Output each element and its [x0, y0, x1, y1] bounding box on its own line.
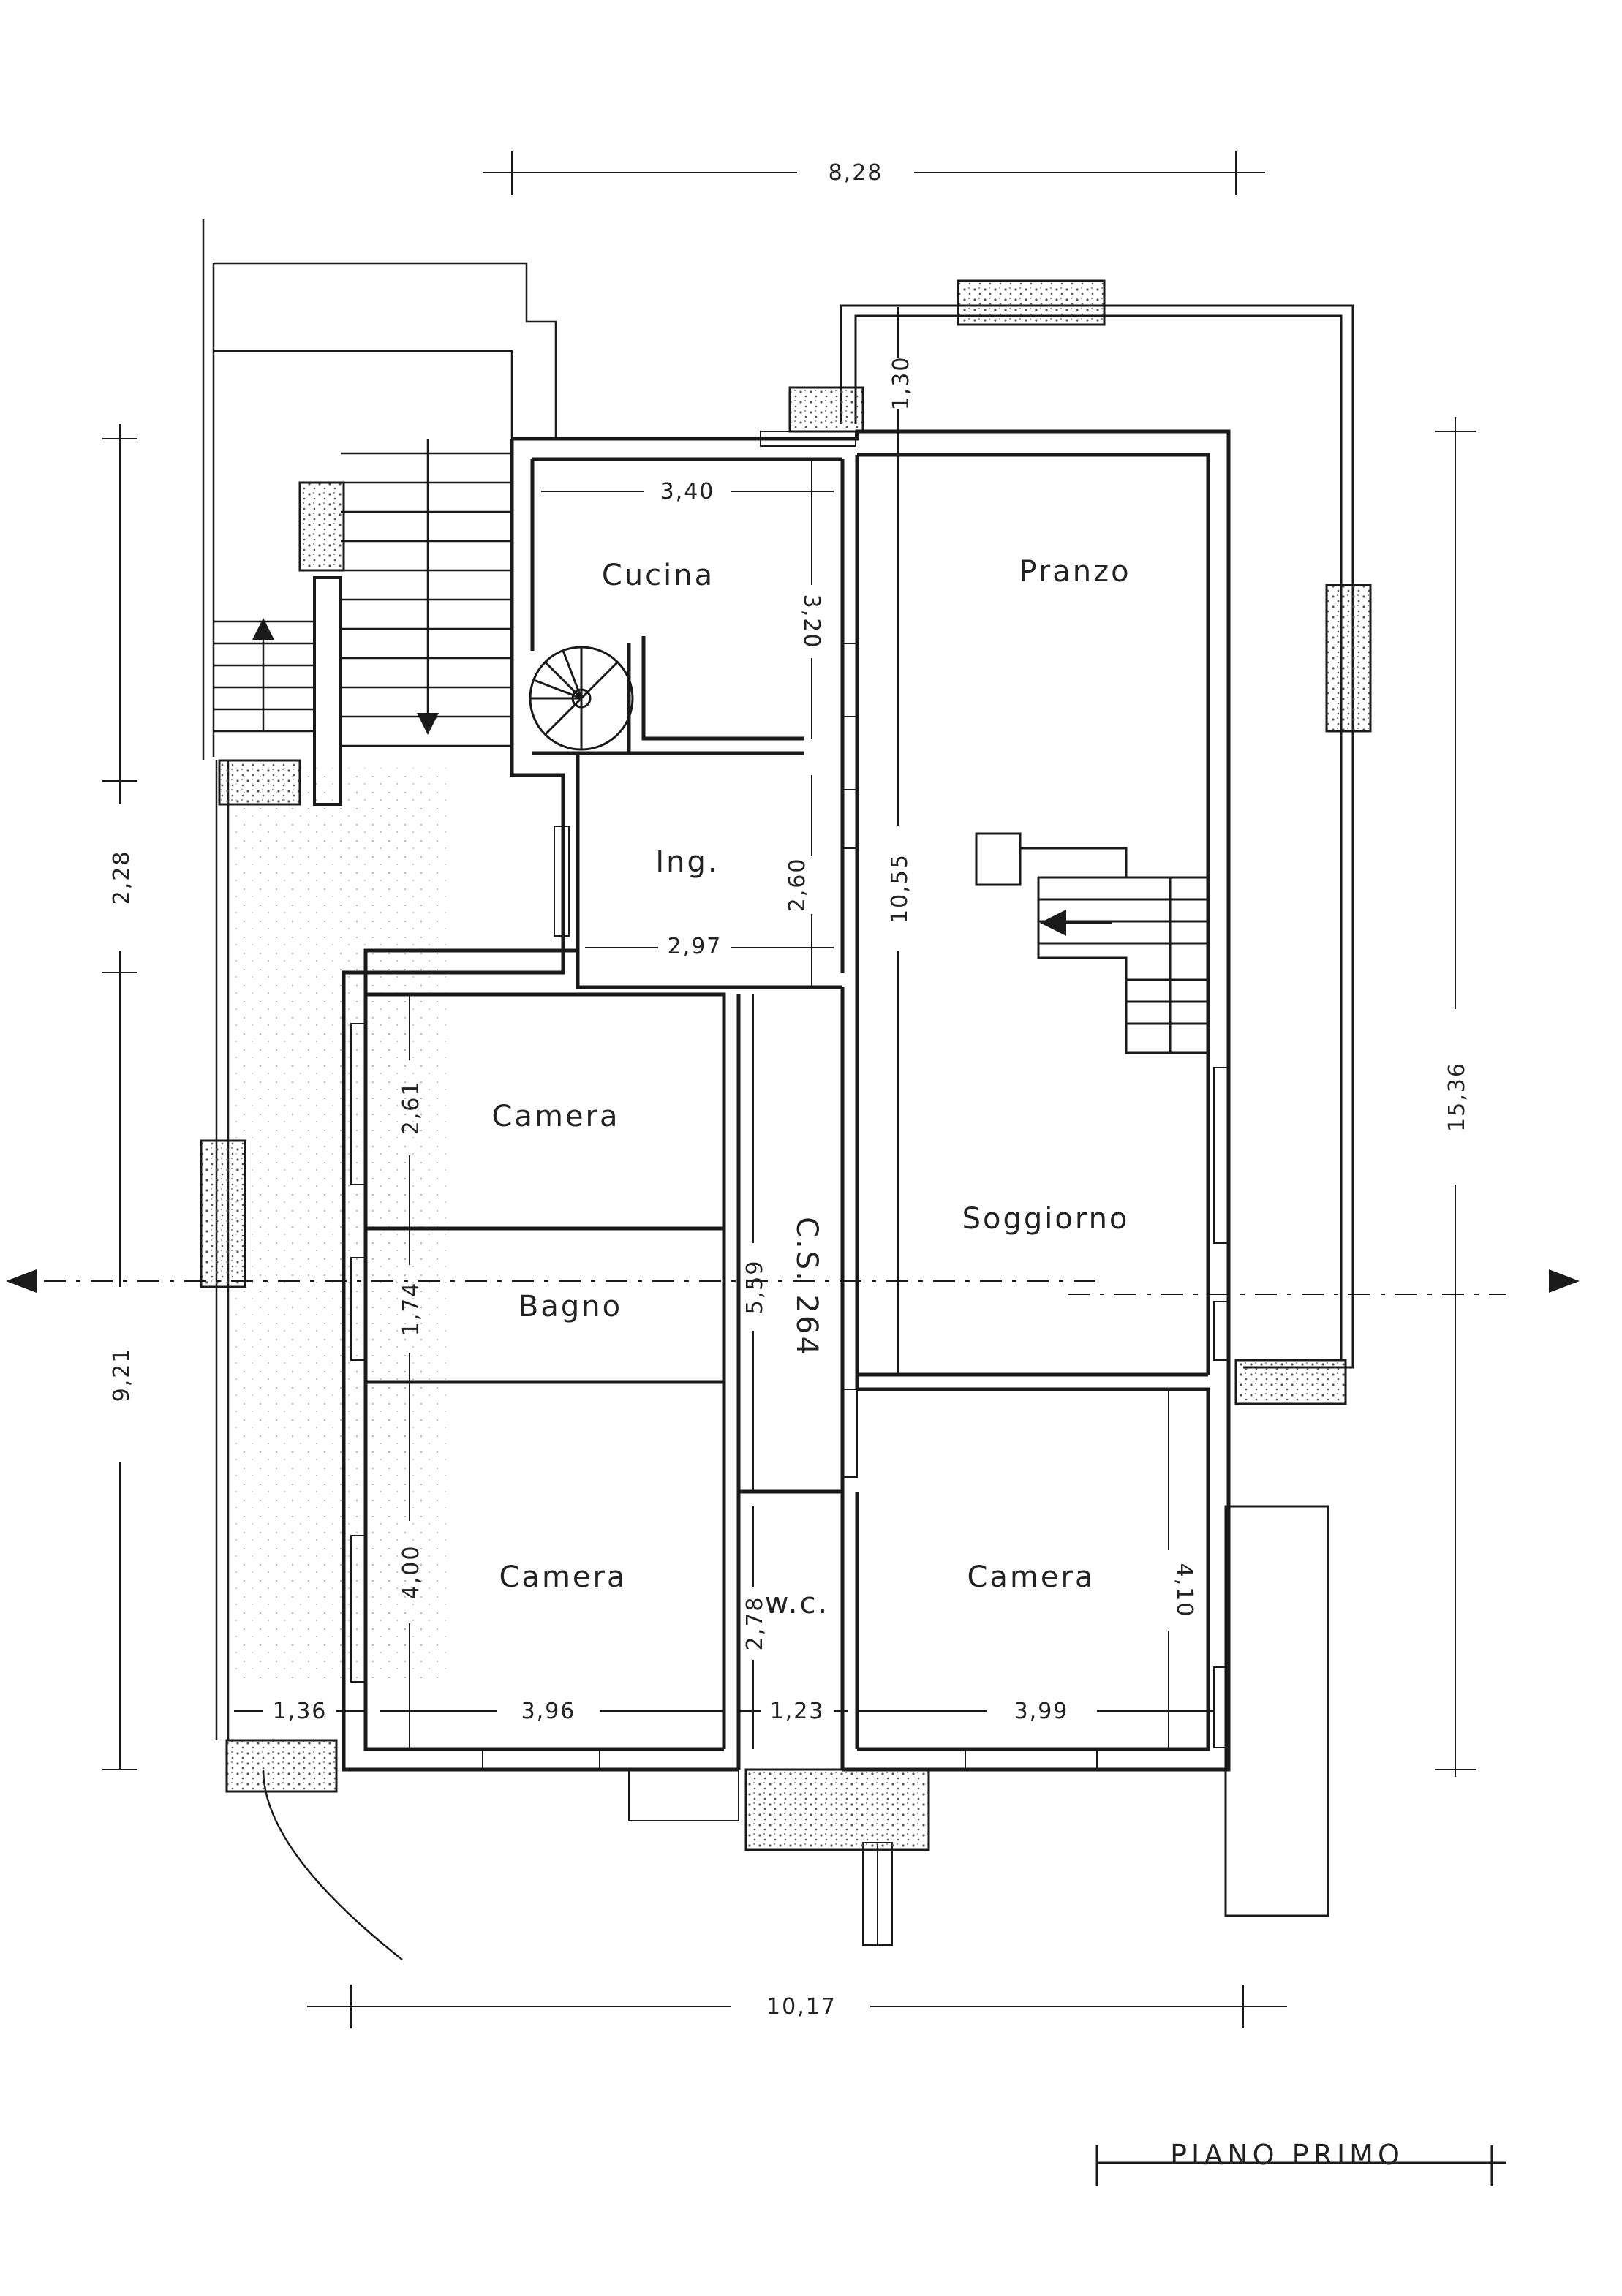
- room-label-pranzo: Pranzo: [1019, 555, 1131, 589]
- title-block: [1095, 2145, 1506, 2186]
- planters: [200, 279, 1372, 1851]
- dim-balcony-depth: 1,30: [889, 356, 914, 411]
- dim-corridor-length: 5,59: [742, 1260, 768, 1315]
- dim-left-upper: 2,28: [109, 850, 135, 905]
- dim-cucina-depth: 3,20: [799, 594, 824, 649]
- left-shading: [227, 768, 446, 1682]
- room-label-wc: w.c.: [765, 1587, 829, 1620]
- room-label-soggiorno: Soggiorno: [962, 1202, 1130, 1236]
- dimension-lines: [44, 151, 1506, 2028]
- internal-stair: [975, 832, 1208, 1054]
- external-stairs: [202, 219, 557, 1960]
- dim-camera-1-depth: 2,61: [399, 1081, 424, 1136]
- dim-wc-depth: 2,78: [742, 1596, 768, 1651]
- title-label: PIANO PRIMO: [1170, 2139, 1404, 2171]
- section-marker-left-icon: [6, 1269, 37, 1293]
- dim-bottom-width: 10,17: [766, 1994, 837, 2020]
- section-marker-right-icon: [1549, 1269, 1580, 1293]
- dim-cucina-width: 3,40: [660, 479, 715, 505]
- room-label-bagno: Bagno: [518, 1290, 622, 1323]
- dim-top-width: 8,28: [829, 160, 883, 186]
- dim-right-total: 15,36: [1444, 1062, 1470, 1132]
- dim-wc-width: 1,23: [770, 1699, 825, 1724]
- walls: [342, 429, 1231, 1772]
- terrace-outline: [840, 304, 1354, 1917]
- dim-ingresso-width: 2,97: [668, 934, 723, 959]
- dim-camera-2-width: 3,96: [521, 1699, 576, 1724]
- windows: [350, 431, 1229, 1946]
- dim-camera-3-width: 3,99: [1014, 1699, 1069, 1724]
- room-label-cs: C.S. 264: [790, 1217, 823, 1357]
- dim-bagno-depth: 1,74: [399, 1282, 424, 1337]
- room-label-cucina: Cucina: [602, 559, 714, 592]
- dim-ingresso-depth: 2,60: [785, 858, 810, 913]
- room-label-camera-1: Camera: [492, 1100, 620, 1133]
- dim-bottom-left: 1,36: [273, 1699, 328, 1724]
- room-label-ingresso: Ing.: [655, 845, 719, 879]
- dim-left-lower: 9,21: [109, 1348, 135, 1402]
- dim-pranzo-soggiorno-depth: 10,55: [887, 853, 913, 924]
- spiral-stair-icon: [529, 646, 634, 751]
- dim-camera-3-depth: 4,10: [1172, 1563, 1197, 1618]
- room-label-camera-2: Camera: [499, 1560, 627, 1594]
- room-label-camera-3: Camera: [967, 1560, 1095, 1594]
- dim-camera-2-depth: 4,00: [399, 1545, 424, 1600]
